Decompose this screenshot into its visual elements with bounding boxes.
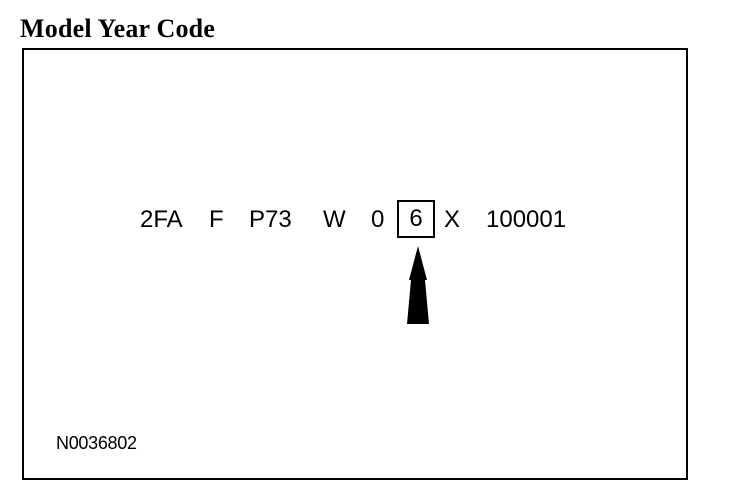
- figure-title: Model Year Code: [20, 14, 216, 43]
- vin-segment-model-year-highlighted: 6: [397, 200, 435, 238]
- vin-segment-assembly-plant: X: [444, 206, 461, 233]
- vin-segment-line-series-body: P73: [249, 206, 292, 233]
- reference-code: N0036802: [56, 433, 137, 453]
- vin-segment-serial-number: 100001: [486, 206, 567, 233]
- up-arrow-icon: [407, 246, 429, 324]
- vin-segment-engine: W: [323, 206, 346, 233]
- vin-segment-restraint: F: [209, 206, 224, 233]
- vin-segment-wmi: 2FA: [140, 206, 183, 233]
- diagram-frame: [22, 48, 688, 480]
- vin-segment-check-digit: 0: [371, 206, 385, 233]
